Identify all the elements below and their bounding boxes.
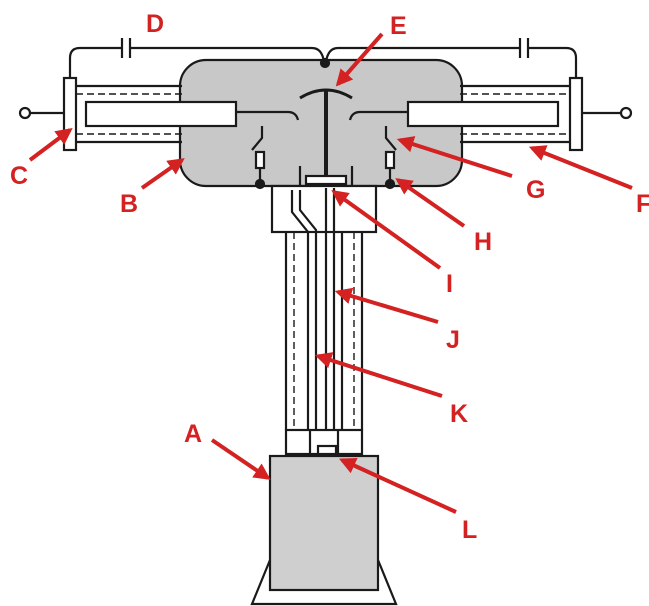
label-g: G: [526, 176, 545, 204]
label-k: K: [450, 400, 468, 428]
arrow-e: [335, 32, 384, 87]
capacitor-circuit: [68, 38, 578, 78]
label-f: F: [636, 190, 649, 218]
connector: [284, 428, 364, 456]
arrow-l: [338, 457, 457, 514]
central-electrode: [298, 88, 354, 190]
label-i: I: [446, 270, 453, 298]
label-c: C: [10, 162, 28, 190]
callouts: A B C D E F G H I J K L: [10, 10, 649, 544]
arrow-b: [140, 158, 185, 190]
arrow-f: [528, 145, 633, 190]
right-housing: [406, 76, 633, 152]
arrow-h: [395, 178, 466, 228]
label-e: E: [390, 12, 407, 40]
arrow-g: [396, 136, 513, 178]
label-d: D: [146, 10, 164, 38]
base-unit: [250, 454, 398, 606]
arrow-c: [28, 127, 73, 162]
left-housing: [18, 76, 238, 152]
label-l: L: [462, 516, 477, 544]
internal-electrodes: [236, 110, 408, 190]
neck: [270, 184, 378, 430]
label-b: B: [120, 190, 138, 218]
arrow-i: [331, 190, 442, 270]
arrow-j: [334, 287, 439, 324]
arrow-a: [210, 438, 271, 480]
label-h: H: [474, 228, 492, 256]
label-a: A: [184, 420, 202, 448]
apparatus: [18, 38, 633, 606]
label-j: J: [446, 326, 460, 354]
arrow-k: [314, 352, 443, 398]
